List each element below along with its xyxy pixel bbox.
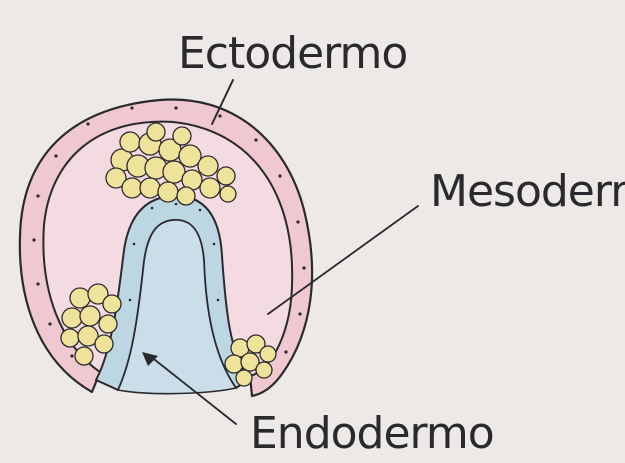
mesoderm-label: Mesodermo xyxy=(430,166,625,217)
endoderm-label: Endodermo xyxy=(250,408,494,459)
ectoderm-label: Ectodermo xyxy=(178,28,407,79)
